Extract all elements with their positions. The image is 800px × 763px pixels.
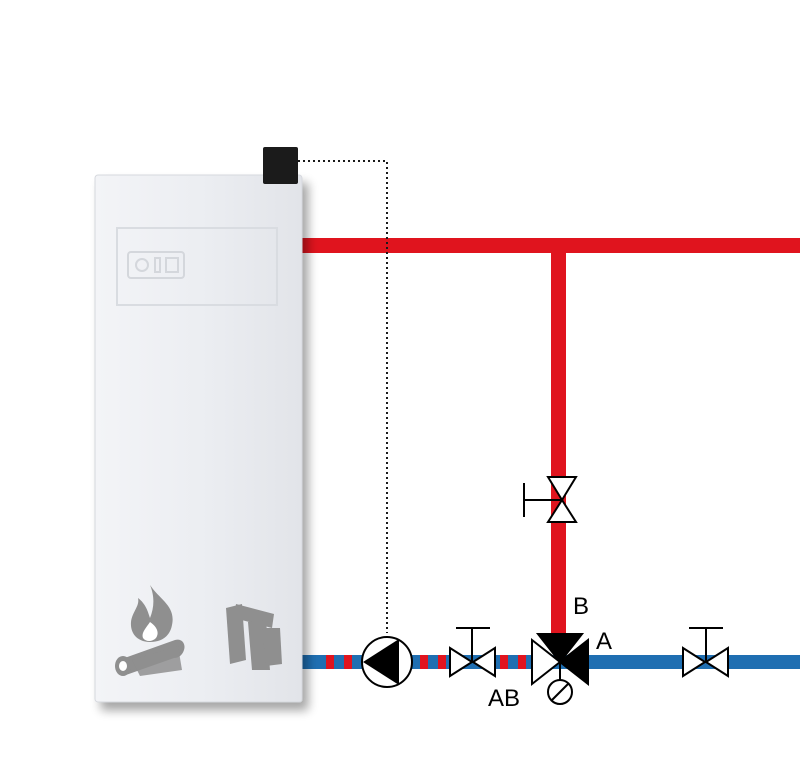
port-b-label: B (573, 593, 589, 620)
panel-logo-icon (127, 251, 185, 279)
supply-pipe (300, 238, 800, 645)
fire-logs-icon (115, 585, 185, 676)
mixed-flow-segment (326, 655, 526, 669)
shutoff-valve-icon (449, 627, 496, 678)
boiler (94, 174, 303, 703)
wood-logs-icon (226, 604, 282, 670)
boiler-control-panel (116, 227, 278, 306)
balancing-valve-icon (523, 476, 578, 523)
shutoff-valve-icon (682, 627, 729, 678)
circulation-pump-icon (361, 636, 413, 688)
port-ab-label: AB (488, 685, 520, 712)
three-way-mixing-valve-icon (531, 633, 589, 705)
sensor-signal-line (298, 160, 388, 633)
sensor-box-icon (263, 147, 298, 184)
port-a-label: A (596, 628, 612, 655)
